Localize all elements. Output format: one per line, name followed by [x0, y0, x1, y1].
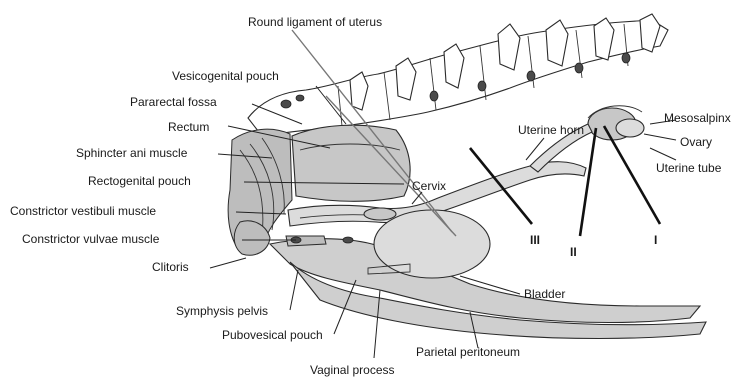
label-parietal-peritoneum: Parietal peritoneum	[416, 345, 520, 359]
label-round-ligament: Round ligament of uterus	[248, 15, 382, 29]
label-section-i: I	[654, 233, 657, 247]
label-constrictor-vulvae: Constrictor vulvae muscle	[22, 232, 160, 246]
label-ovary: Ovary	[680, 135, 712, 149]
label-clitoris: Clitoris	[152, 260, 189, 274]
label-pararectal-fossa: Pararectal fossa	[130, 95, 217, 109]
label-section-ii: II	[570, 245, 577, 259]
perineal-muscles	[228, 129, 292, 255]
label-vesicogenital-pouch: Vesicogenital pouch	[172, 69, 279, 83]
label-vaginal-process: Vaginal process	[310, 363, 395, 377]
label-section-iii: III	[530, 233, 540, 247]
label-sphincter-ani: Sphincter ani muscle	[76, 146, 188, 160]
label-constrictor-vestibuli: Constrictor vestibuli muscle	[10, 204, 156, 218]
label-cervix: Cervix	[412, 179, 446, 193]
label-mesosalpinx: Mesosalpinx	[664, 111, 731, 125]
label-rectogenital-pouch: Rectogenital pouch	[88, 174, 191, 188]
label-symphysis-pelvis: Symphysis pelvis	[176, 304, 268, 318]
label-rectum: Rectum	[168, 120, 209, 134]
urethra-opening	[364, 208, 396, 220]
rectum-shape	[292, 125, 410, 201]
ovary-complex	[530, 106, 644, 172]
label-uterine-tube: Uterine tube	[656, 161, 722, 175]
label-pubovesical-pouch: Pubovesical pouch	[222, 328, 323, 342]
bladder-shape	[374, 210, 490, 278]
label-uterine-horn: Uterine horn	[518, 123, 584, 137]
label-bladder: Bladder	[524, 287, 565, 301]
